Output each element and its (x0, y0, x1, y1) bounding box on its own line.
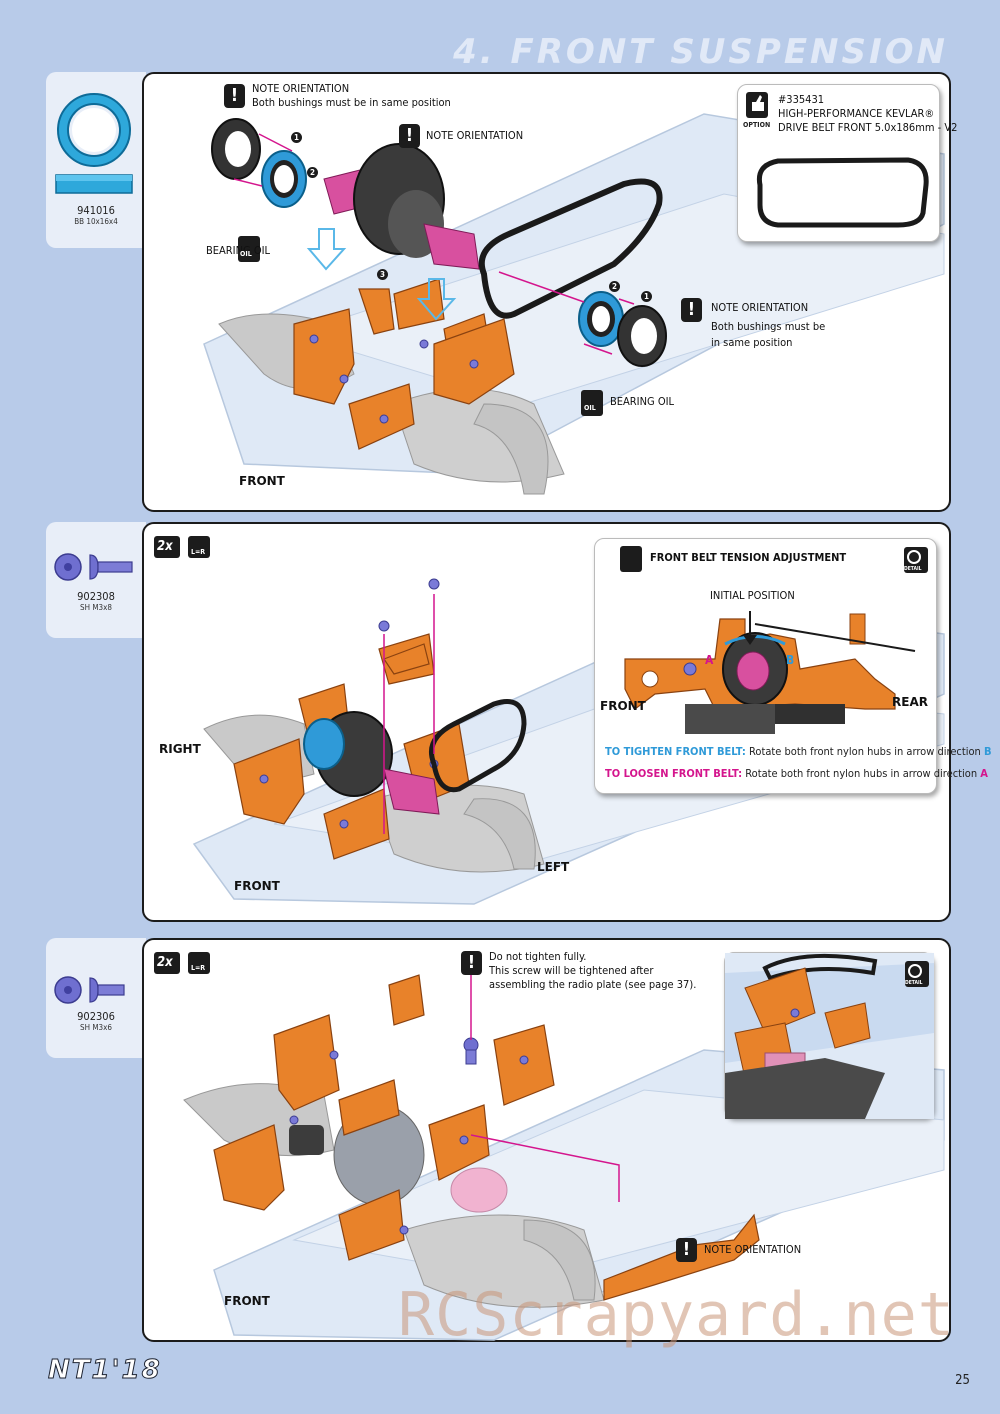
step-number-1: 1 (291, 132, 302, 143)
step-number-3: 3 (377, 269, 388, 280)
quantity-badge: 2x (157, 955, 173, 970)
belt-tension-illustration (620, 546, 928, 734)
part-code: 902306 (77, 1010, 115, 1023)
note-orientation-mount: NOTE ORIENTATION (704, 1243, 802, 1256)
option-part-code: #335431 (778, 93, 825, 106)
do-not-tighten-line2: This screw will be tightened after (489, 964, 654, 977)
step-number-1: 1 (641, 291, 652, 302)
left-equals-right-icon: L=R (191, 548, 206, 556)
part-code: 941016 (77, 204, 115, 217)
step-number-2: 2 (609, 281, 620, 292)
detail-icon: DETAIL (905, 980, 923, 986)
part-desc: SH M3x8 (80, 603, 112, 612)
note-orientation-diff: NOTE ORIENTATION (426, 129, 524, 142)
page-title: 4. FRONT SUSPENSION (453, 32, 948, 72)
part-desc: SH M3x6 (80, 1023, 112, 1032)
note-orientation-right-line1: Both bushings must be (711, 320, 826, 333)
warning-icon: ! (461, 951, 482, 975)
detail-illustration (725, 953, 934, 1119)
quantity-badge: 2x (157, 539, 173, 554)
direction-a-label: A (705, 653, 714, 667)
loosen-instruction: TO LOOSEN FRONT BELT: Rotate both front … (605, 767, 988, 780)
front-direction-label: FRONT (600, 699, 646, 713)
bearing-icon (55, 93, 133, 194)
step-panel-1: ! NOTE ORIENTATION Both bushings must be… (142, 72, 957, 512)
warning-icon: ! (676, 1238, 697, 1262)
note-orientation-title: NOTE ORIENTATION (252, 82, 350, 95)
belt-tension-title: FRONT BELT TENSION ADJUSTMENT (650, 551, 847, 564)
detail-icon: DETAIL (904, 566, 922, 572)
drive-belt-icon (746, 92, 929, 228)
front-direction-label: FRONT (239, 474, 285, 488)
oil-icon: OIL (584, 404, 596, 412)
step-number-2: 2 (307, 167, 318, 178)
warning-icon: ! (399, 124, 420, 148)
do-not-tighten-line1: Do not tighten fully. (489, 950, 587, 963)
front-direction-label: FRONT (234, 879, 280, 893)
page-number: 25 (955, 1373, 970, 1388)
part-tab-screw-m3x6: 902306 SH M3x6 (46, 938, 146, 1058)
note-orientation-right-title: NOTE ORIENTATION (711, 301, 809, 314)
rear-direction-label: REAR (892, 695, 928, 709)
assembly-illustration-3 (154, 952, 945, 1341)
step-panel-2: 2x L=R RIGHT FRONT LEFT FRONT BELT TENSI… (142, 522, 992, 922)
option-part-line2: DRIVE BELT FRONT 5.0x186mm - V2 (778, 121, 958, 134)
product-logo: NT1'18 (48, 1355, 162, 1386)
option-part-line1: HIGH-PERFORMANCE KEVLAR® (778, 107, 935, 120)
bearing-oil-label: BEARING OIL (206, 244, 271, 257)
bearing-oil-label: BEARING OIL (610, 395, 675, 408)
front-direction-label: FRONT (224, 1294, 270, 1308)
left-equals-right-icon: L=R (191, 964, 206, 972)
warning-icon: ! (224, 84, 245, 108)
note-orientation-text: Both bushings must be in same position (252, 96, 451, 109)
option-label: OPTION (743, 121, 771, 129)
detail-inset: DETAIL (724, 952, 934, 1119)
screw-icon (54, 976, 125, 1004)
do-not-tighten-line3: assembling the radio plate (see page 37)… (489, 978, 697, 991)
step-panel-3: 2x L=R ! Do not tighten fully. This scre… (142, 938, 951, 1342)
note-orientation-right-line2: in same position (711, 336, 793, 349)
initial-position-label: INITIAL POSITION (710, 589, 795, 602)
oil-icon: OIL (240, 250, 252, 258)
option-part-box: OPTION #335431 HIGH-PERFORMANCE KEVLAR® … (737, 84, 957, 242)
left-direction-label: LEFT (537, 860, 570, 874)
tighten-instruction: TO TIGHTEN FRONT BELT: Rotate both front… (605, 745, 992, 758)
part-code: 902308 (77, 590, 115, 603)
right-direction-label: RIGHT (159, 742, 201, 756)
screw-icon (54, 553, 133, 581)
belt-tension-detail-box: FRONT BELT TENSION ADJUSTMENT DETAIL INI… (594, 538, 992, 794)
part-desc: BB 10x16x4 (74, 217, 118, 226)
part-tab-bearing: 941016 BB 10x16x4 (46, 72, 146, 248)
direction-b-label: B (786, 653, 795, 667)
part-tab-screw-m3x8: 902308 SH M3x8 (46, 522, 146, 638)
warning-icon: ! (681, 298, 702, 322)
watermark: RCScrapyard.net (398, 1280, 955, 1350)
